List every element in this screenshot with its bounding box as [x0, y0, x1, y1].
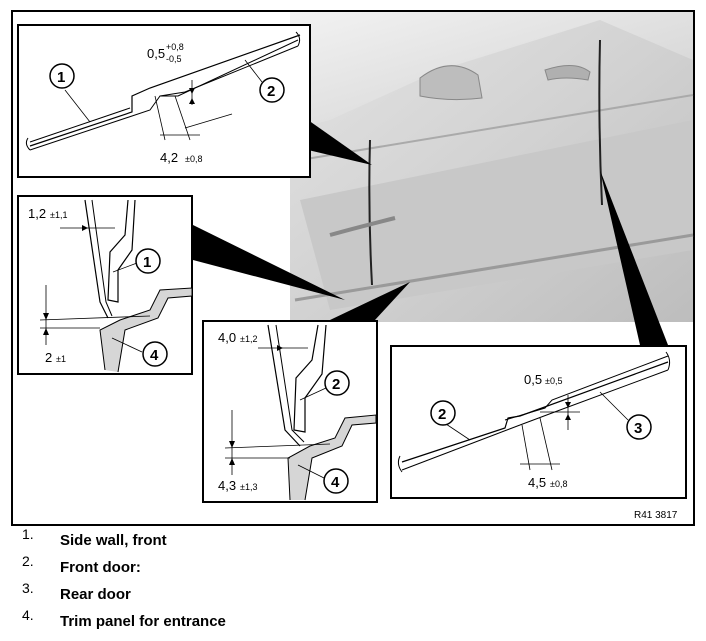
dim-gap-main: 0,5 — [147, 46, 165, 61]
dim-offset-tol: ±0,8 — [185, 154, 202, 164]
callout-2-label: 2 — [332, 376, 340, 393]
pointer-left — [193, 225, 345, 300]
legend-item: 2. Front door: — [0, 553, 706, 579]
dim-gap-minus: -0,5 — [166, 54, 182, 64]
dim-left-bottom: 2 — [45, 350, 52, 365]
pointer-top — [308, 120, 372, 165]
callout-4-label: 4 — [331, 474, 340, 491]
callout-1-label: 1 — [143, 254, 151, 271]
dim-middle-bottom: 4,3 — [218, 478, 236, 493]
callout-1 — [135, 248, 161, 274]
callout-2 — [430, 400, 456, 426]
legend-number: 2. — [22, 553, 34, 569]
dim-right-gap: 0,5 — [524, 372, 542, 387]
legend-number: 1. — [22, 526, 34, 542]
callout-2-label: 2 — [438, 406, 446, 423]
inset-right: 0,5 ±0,5 4,5 ±0,8 2 3 — [390, 345, 687, 499]
callout-4 — [323, 468, 349, 494]
inset-left: 1,2 ±1,1 2 ±1 1 4 — [17, 195, 193, 375]
dim-gap-plus: +0,8 — [166, 42, 184, 52]
callout-4-label: 4 — [150, 347, 159, 364]
dim-right-offset-tol: ±0,8 — [550, 479, 567, 489]
callout-3-label: 3 — [634, 420, 642, 437]
dim-right-gap-tol: ±0,5 — [545, 376, 562, 386]
callout-2 — [259, 77, 285, 103]
dim-right-offset: 4,5 — [528, 475, 546, 490]
figure-ref-code: R41 3817 — [634, 510, 678, 521]
legend: 1. Side wall, front 2. Front door: 3. Re… — [0, 526, 706, 641]
callout-2-label: 2 — [267, 83, 275, 100]
pointer-right — [600, 170, 668, 345]
dim-left-top-tol: ±1,1 — [50, 210, 67, 220]
legend-text: Side wall, front — [60, 532, 167, 549]
legend-item: 4. Trim panel for entrance — [0, 607, 706, 633]
callout-3 — [626, 414, 652, 440]
dim-middle-top-tol: ±1,2 — [240, 334, 257, 344]
callout-4 — [142, 341, 168, 367]
inset-top: 0,5 +0,8 -0,5 4,2 ±0,8 1 2 — [17, 24, 311, 178]
callout-1-label: 1 — [57, 69, 65, 86]
dim-left-bottom-tol: ±1 — [56, 354, 66, 364]
legend-number: 4. — [22, 607, 34, 623]
dim-middle-bottom-tol: ±1,3 — [240, 482, 257, 492]
dim-offset: 4,2 — [160, 150, 178, 165]
dim-left-top: 1,2 — [28, 206, 46, 221]
legend-number: 3. — [22, 580, 34, 596]
callout-1 — [49, 63, 75, 89]
dim-middle-top: 4,0 — [218, 330, 236, 345]
inset-middle: 4,0 ±1,2 4,3 ±1,3 2 4 — [202, 320, 378, 503]
diagram-figure: 0,5 +0,8 -0,5 4,2 ±0,8 1 2 1,2 ±1,1 2 ±1… — [11, 10, 695, 526]
car-photo — [290, 12, 694, 322]
legend-text: Front door: — [60, 559, 141, 576]
legend-text: Rear door — [60, 586, 131, 603]
legend-item: 1. Side wall, front — [0, 526, 706, 552]
legend-text: Trim panel for entrance — [60, 613, 226, 630]
callout-2 — [324, 370, 350, 396]
pointer-middle — [330, 282, 410, 320]
legend-item: 3. Rear door — [0, 580, 706, 606]
